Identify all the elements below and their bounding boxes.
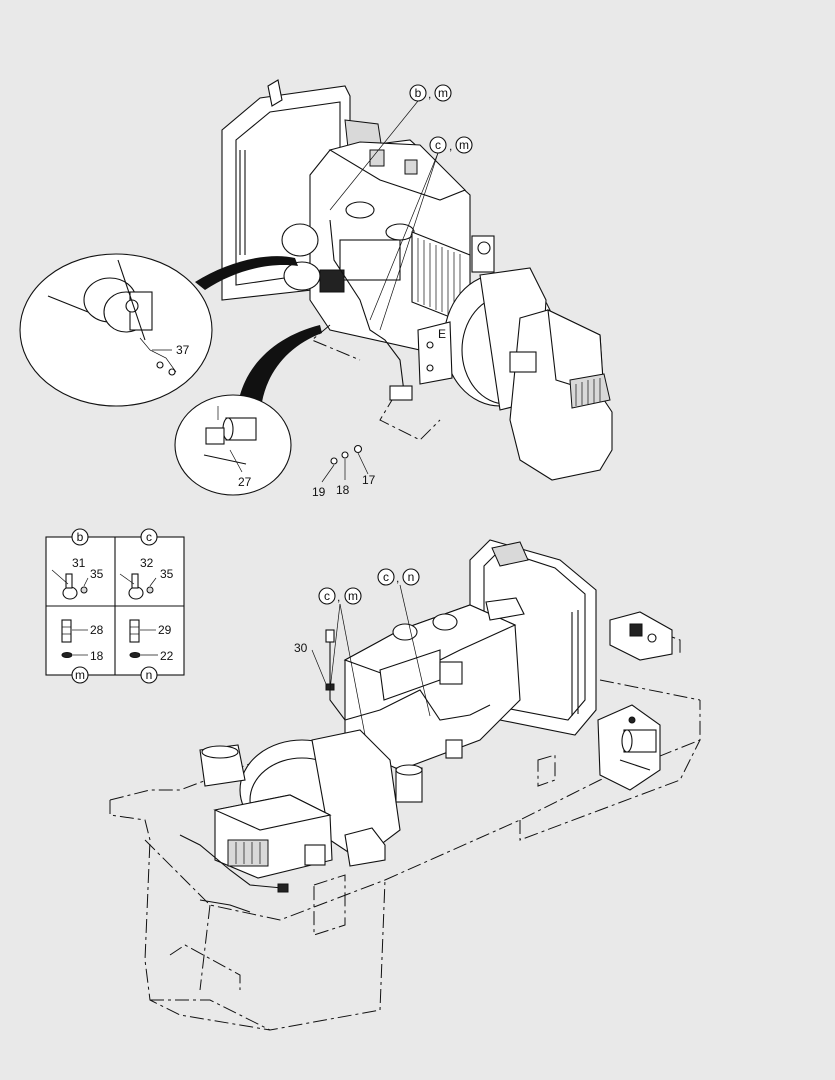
callout-27: 27 bbox=[238, 475, 252, 489]
callout-17: 17 bbox=[362, 473, 376, 487]
svg-text:m: m bbox=[75, 668, 85, 682]
pump-unit bbox=[471, 235, 495, 273]
upper-ref-b-m: b , m bbox=[329, 84, 452, 211]
lower-engine bbox=[343, 597, 525, 771]
upper-harness bbox=[329, 219, 406, 401]
svg-text:,: , bbox=[396, 571, 399, 585]
svg-text:c: c bbox=[324, 589, 330, 603]
svg-text:n: n bbox=[146, 668, 153, 682]
callout-37: 37 bbox=[176, 343, 190, 357]
svg-text:32: 32 bbox=[140, 556, 154, 570]
legend-cell-c: c 32 35 bbox=[119, 528, 174, 600]
lower-ref-c-n: c , n bbox=[377, 568, 431, 717]
svg-text:m: m bbox=[459, 138, 469, 152]
lower-harness-down bbox=[199, 899, 251, 913]
svg-text:c: c bbox=[383, 570, 389, 584]
alternator-detail-circle: 37 bbox=[19, 253, 213, 407]
svg-text:b: b bbox=[77, 530, 84, 544]
callout-18: 18 bbox=[336, 483, 350, 497]
fastener-group: 19 18 17 bbox=[312, 444, 376, 499]
chassis-frame bbox=[109, 624, 701, 1031]
svg-text:c: c bbox=[435, 138, 441, 152]
front-mount-block bbox=[199, 744, 246, 787]
lower-harness-main bbox=[329, 640, 491, 721]
legend-grid: b 31 35 c 32 35 bbox=[45, 528, 185, 684]
svg-text:b: b bbox=[415, 86, 422, 100]
legend-cell-b: b 31 35 bbox=[51, 528, 104, 600]
transmission-housing bbox=[509, 309, 613, 481]
svg-text:,: , bbox=[337, 590, 340, 604]
detail-pointer-bottom bbox=[240, 325, 322, 402]
svg-text:c: c bbox=[146, 530, 152, 544]
engine-alternator bbox=[281, 223, 345, 293]
svg-text:29: 29 bbox=[158, 623, 172, 637]
svg-text:22: 22 bbox=[160, 649, 174, 663]
upper-ref-c-m: c , m bbox=[369, 136, 473, 331]
lower-harness-left bbox=[179, 834, 283, 889]
detail-pointer-top bbox=[195, 256, 298, 290]
svg-text:m: m bbox=[348, 589, 358, 603]
svg-text:35: 35 bbox=[160, 567, 174, 581]
svg-text:m: m bbox=[438, 86, 448, 100]
frame-relay bbox=[597, 704, 661, 791]
callout-30: 30 bbox=[294, 641, 308, 655]
callout-19: 19 bbox=[312, 485, 326, 499]
svg-text:31: 31 bbox=[72, 556, 86, 570]
relay-detail-circle: 27 bbox=[174, 394, 292, 496]
mount-bracket: E bbox=[417, 321, 453, 385]
upper-engine-assembly: E bbox=[221, 79, 613, 481]
section-mark: E bbox=[438, 327, 446, 341]
callout-30-group: 30 bbox=[294, 641, 327, 685]
svg-text:,: , bbox=[449, 139, 452, 153]
rear-bracket bbox=[609, 611, 673, 661]
svg-text:,: , bbox=[428, 87, 431, 101]
svg-text:35: 35 bbox=[90, 567, 104, 581]
svg-text:18: 18 bbox=[90, 649, 104, 663]
lower-chassis-assembly bbox=[109, 539, 701, 1031]
lower-ref-c-m: c , m bbox=[318, 587, 366, 736]
svg-text:28: 28 bbox=[90, 623, 104, 637]
legend-cell-m: 28 18 m bbox=[61, 619, 104, 684]
legend-cell-n: 29 22 n bbox=[129, 619, 174, 684]
lower-transmission bbox=[213, 794, 386, 879]
svg-text:n: n bbox=[408, 570, 415, 584]
